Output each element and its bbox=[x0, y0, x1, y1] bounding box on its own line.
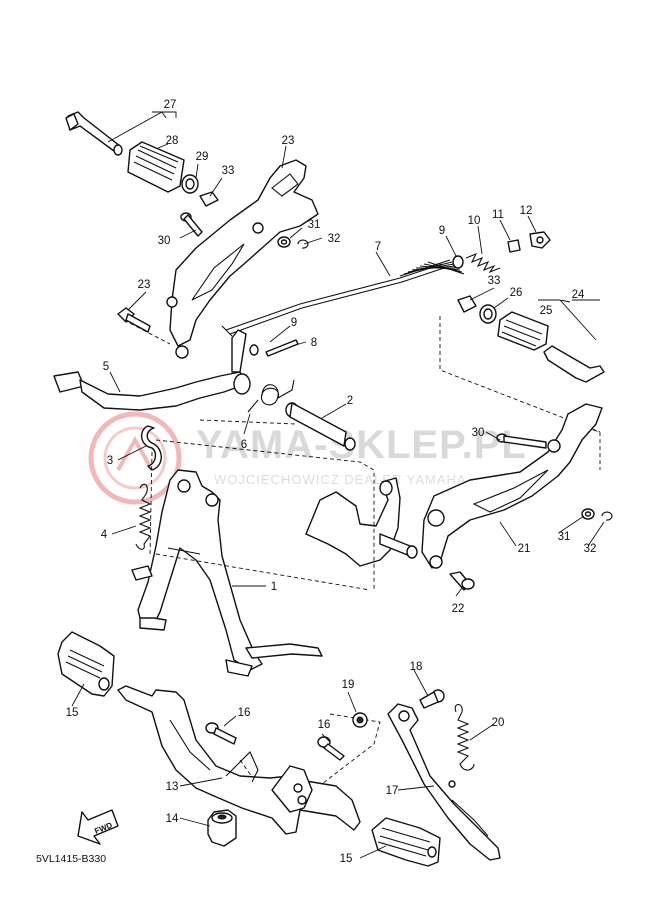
callout-18: 20 bbox=[492, 717, 505, 729]
callout-9-top: 9 bbox=[439, 225, 445, 237]
callout-labels: 27 28 29 33 23 30 31 32 7 9 10 11 12 23 … bbox=[66, 99, 597, 865]
callout-1: 1 bbox=[271, 581, 277, 593]
part-23-bolt-lower bbox=[449, 571, 475, 591]
part-14-damper bbox=[207, 809, 237, 847]
part-30-bolt-right bbox=[496, 433, 547, 449]
part-17-side-stand bbox=[387, 703, 501, 861]
callout-15-right: 15 bbox=[340, 853, 353, 865]
callout-19: 18 bbox=[410, 661, 423, 673]
part-10-spring bbox=[465, 252, 501, 274]
leader-lines bbox=[71, 111, 605, 859]
part-24-footrest-right bbox=[543, 345, 605, 383]
callout-5: 5 bbox=[103, 361, 109, 373]
callout-32-top: 32 bbox=[328, 233, 341, 245]
part-19-bolt bbox=[419, 689, 445, 709]
part-23-bolt-upper bbox=[117, 307, 151, 333]
part-20-nut bbox=[352, 712, 368, 728]
part-15-footrest-left bbox=[57, 631, 115, 697]
callout-6: 6 bbox=[241, 439, 247, 451]
callout-7: 7 bbox=[375, 241, 381, 253]
callout-31-right: 31 bbox=[558, 531, 571, 543]
assembly-dashed-lines bbox=[123, 316, 601, 791]
part-22-bracket-left bbox=[166, 159, 319, 359]
part-1-main-stand bbox=[131, 469, 323, 677]
callout-28: 28 bbox=[166, 135, 179, 147]
part-15-footrest-right bbox=[371, 817, 441, 867]
callout-4: 4 bbox=[101, 529, 108, 541]
callout-10: 10 bbox=[468, 215, 481, 227]
part-11-nut bbox=[507, 239, 521, 253]
callout-2: 2 bbox=[347, 395, 353, 407]
callout-23-top: 23 bbox=[138, 279, 151, 291]
part-32-clip-right bbox=[601, 511, 613, 521]
callout-12: 12 bbox=[520, 205, 533, 217]
callout-31-top: 31 bbox=[308, 219, 321, 231]
callout-27: 27 bbox=[164, 99, 177, 111]
part-29-collar bbox=[181, 174, 199, 194]
callout-14: 14 bbox=[166, 813, 179, 825]
part-26-collar-right bbox=[479, 304, 497, 324]
part-6-return-spring bbox=[247, 379, 295, 413]
part-30-bolt-top bbox=[180, 212, 203, 237]
callout-30-top: 30 bbox=[158, 235, 171, 247]
callout-30-right: 30 bbox=[472, 427, 485, 439]
part-4-stand-spring bbox=[135, 483, 152, 550]
part-33-pin-right bbox=[457, 295, 477, 313]
diagram-code: 5VL1415-B330 bbox=[36, 853, 106, 865]
callout-26: 26 bbox=[510, 287, 523, 299]
part-13-frame-bracket bbox=[117, 685, 361, 835]
part-32-clip-top bbox=[297, 239, 309, 249]
watermark-logo-ring bbox=[88, 411, 182, 505]
watermark-subtitle: WOJCIECHOWICZ DEALER YAMAHA bbox=[214, 472, 467, 487]
callout-22: 23 bbox=[282, 135, 295, 147]
watermark-logo-inner bbox=[103, 426, 167, 490]
watermark: YAMA-SKLEP.PL WOJCIECHOWICZ DEALER YAMAH… bbox=[88, 411, 527, 505]
callout-33-top: 33 bbox=[222, 165, 235, 177]
callout-9-lower: 9 bbox=[291, 317, 297, 329]
callout-25: 25 bbox=[540, 305, 553, 317]
callout-23-lower: 22 bbox=[452, 603, 465, 615]
part-28-footrest-rubber bbox=[127, 141, 185, 193]
watermark-logo-mark bbox=[116, 435, 154, 471]
part-8-pin bbox=[265, 339, 299, 357]
part-12-joint bbox=[529, 231, 551, 249]
part-25-footrest-rubber-right bbox=[497, 311, 549, 351]
callout-29: 29 bbox=[196, 151, 209, 163]
part-9-nut-lower bbox=[249, 344, 259, 356]
part-16-bolt-left bbox=[205, 722, 237, 745]
part-16-bolt-right bbox=[317, 736, 345, 761]
callout-33-right: 33 bbox=[488, 275, 501, 287]
part-33-pin-top bbox=[199, 191, 219, 207]
part-5-brake-pedal bbox=[53, 329, 251, 411]
callout-20: 19 bbox=[342, 679, 355, 691]
frame-bracket-sketch bbox=[305, 477, 418, 567]
part-31-washer-top bbox=[277, 236, 291, 248]
part-21-bracket-right bbox=[421, 403, 603, 569]
callout-11: 11 bbox=[492, 209, 504, 221]
callout-13: 13 bbox=[166, 781, 179, 793]
part-31-washer-right bbox=[581, 508, 595, 520]
part-7-brake-rod bbox=[221, 259, 465, 337]
callout-16-right: 16 bbox=[318, 719, 331, 731]
part-9-nut-upper bbox=[452, 255, 464, 269]
callout-17: 17 bbox=[386, 785, 399, 797]
part-27-footrest-bracket bbox=[65, 111, 123, 156]
part-18-side-stand-spring bbox=[454, 703, 475, 771]
callout-21: 21 bbox=[518, 543, 531, 555]
fwd-arrow: FWD bbox=[77, 809, 119, 845]
callout-16-left: 16 bbox=[238, 707, 251, 719]
callout-3: 3 bbox=[107, 455, 113, 467]
callout-24: 24 bbox=[572, 289, 585, 301]
part-2-pivot-shaft bbox=[285, 402, 356, 451]
watermark-title: YAMA-SKLEP.PL bbox=[196, 423, 527, 467]
callout-8: 8 bbox=[311, 337, 317, 349]
callout-32-right: 32 bbox=[584, 543, 597, 555]
callout-15-left: 15 bbox=[66, 707, 79, 719]
